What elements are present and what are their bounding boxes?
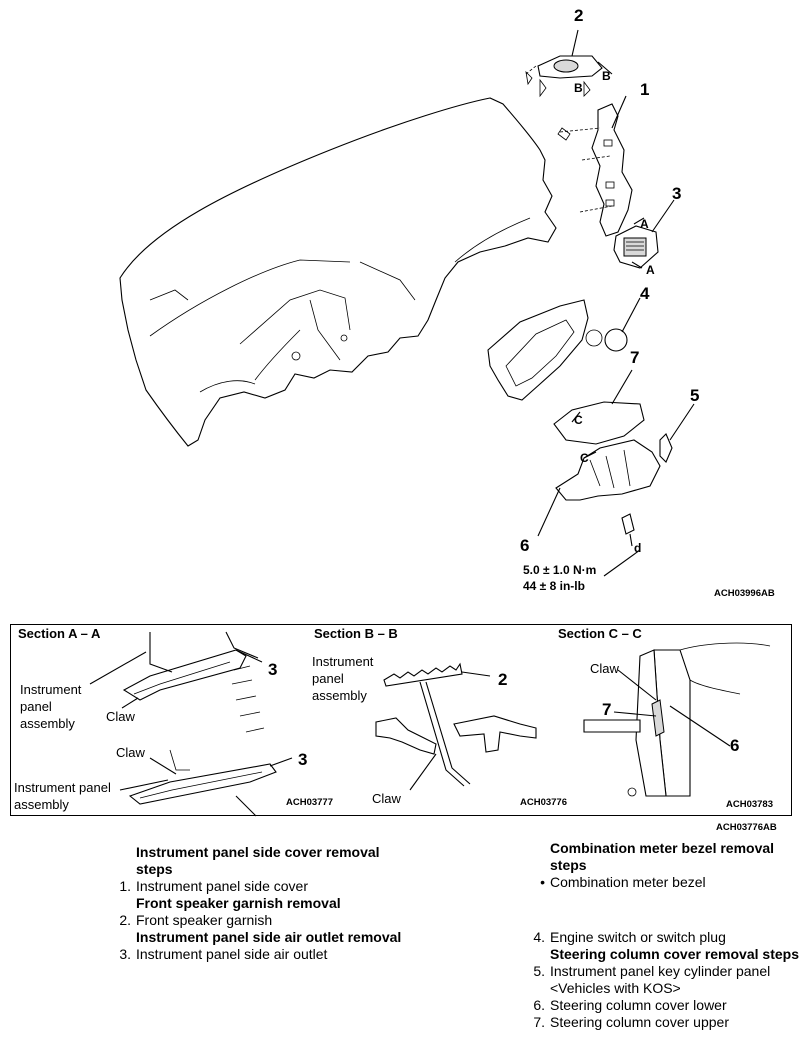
- section-a-a-ref: ACH03777: [286, 797, 333, 808]
- callout-1: 1: [640, 80, 650, 99]
- section-b-b-ref: ACH03776: [520, 797, 567, 808]
- steps-left-list: Instrument panel side cover removal step…: [119, 844, 406, 963]
- steps-right-heading-2: Steering column cover removal steps: [550, 946, 799, 962]
- step-text: Steering column cover upper: [550, 1014, 729, 1030]
- section-a-a-callout-3a: 3: [268, 660, 278, 679]
- step-number: 2.: [119, 912, 131, 928]
- torque-imperial: 44 ± 8 in-lb: [523, 579, 585, 593]
- callout-6: 6: [520, 536, 530, 555]
- section-views-drawing: [89, 631, 771, 817]
- section-marker-c-bottom: C: [580, 451, 589, 465]
- section-c-c-callout-6: 6: [730, 736, 740, 755]
- callout-5: 5: [690, 386, 700, 405]
- step-bullet: •: [540, 874, 545, 890]
- side-cover-part-1: [591, 103, 633, 237]
- steps-left-heading-2: Front speaker garnish removal: [136, 895, 341, 911]
- step-text: Steering column cover lower: [550, 997, 727, 1013]
- section-views-box: [10, 624, 792, 816]
- exploded-view-diagram: [119, 29, 695, 577]
- section-b-b-label-claw: Claw: [372, 791, 401, 806]
- section-b-b-label-instrument-panel-assembly: Instrument panel assembly: [312, 654, 374, 703]
- steps-left-item-1: 1. Instrument panel side cover: [119, 878, 406, 895]
- steps-right-item-5: 5. Instrument panel key cylinder panel <V…: [533, 963, 800, 997]
- steps-left-item-2: 2. Front speaker garnish: [119, 912, 406, 929]
- combination-meter-bezel: [487, 299, 589, 401]
- steps-right-item-7: 7. Steering column cover upper: [533, 1014, 800, 1031]
- section-a-a-title: Section A – A: [18, 626, 101, 641]
- section-a-a-label-claw-1: Claw: [106, 709, 135, 724]
- steps-right-item-6: 6. Steering column cover lower: [533, 997, 800, 1014]
- step-number: 6.: [533, 997, 545, 1013]
- step-text: Front speaker garnish: [136, 912, 273, 928]
- steering-column-cover-upper-part-7: [553, 401, 645, 445]
- section-marker-b-right: B: [602, 69, 611, 83]
- step-number: 7.: [533, 1014, 545, 1030]
- section-marker-a-top: A: [640, 217, 649, 231]
- step-number: 5.: [533, 963, 545, 979]
- steps-right-item-4: 4. Engine switch or switch plug: [533, 929, 800, 946]
- steering-column-cover-lower-part-6: [555, 439, 661, 501]
- key-cylinder-panel-part-5: [659, 433, 673, 463]
- step-text: Engine switch or switch plug: [550, 929, 726, 945]
- section-c-c-title: Section C – C: [558, 626, 642, 641]
- steps-left-item-3: 3. Instrument panel side air outlet: [119, 946, 406, 963]
- section-a-a-label-instrument-panel-assembly-2: Instrument panel assembly: [14, 780, 111, 812]
- section-b-b-callout-2: 2: [498, 670, 508, 689]
- section-marker-b-left: B: [574, 81, 583, 95]
- step-number: 1.: [119, 878, 131, 894]
- step-number: 4.: [533, 929, 545, 945]
- callout-3: 3: [672, 184, 682, 203]
- main-diagram-ref: ACH03996AB: [714, 588, 775, 599]
- step-text: Instrument panel side air outlet: [136, 946, 328, 962]
- screw-d: [621, 513, 635, 535]
- section-c-c-callout-7: 7: [602, 700, 612, 719]
- step-text: Instrument panel key cylinder panel <Veh…: [550, 963, 771, 996]
- sections-outer-ref: ACH03776AB: [716, 822, 777, 833]
- engine-switch-part-4: [604, 328, 628, 352]
- steps-right-list: Combination meter bezel removal steps • C…: [533, 840, 800, 1031]
- section-c-c-ref: ACH03783: [726, 799, 773, 810]
- section-marker-a-bottom: A: [646, 263, 655, 277]
- steps-right-heading-1: Combination meter bezel removal steps: [550, 840, 775, 873]
- step-number: 3.: [119, 946, 131, 962]
- step-text: Instrument panel side cover: [136, 878, 308, 894]
- callout-4: 4: [640, 284, 650, 303]
- steps-right-item-bullet: • Combination meter bezel: [540, 874, 800, 891]
- steps-right-spacer: [550, 891, 800, 929]
- section-b-b-title: Section B – B: [314, 626, 398, 641]
- section-a-a-label-instrument-panel-assembly-1: Instrument panel assembly: [20, 682, 82, 731]
- section-c-c-label-claw: Claw: [590, 661, 619, 676]
- step-text: Combination meter bezel: [550, 874, 706, 890]
- callout-2: 2: [574, 6, 584, 25]
- steps-left-heading-1: Instrument panel side cover removal step…: [136, 844, 380, 877]
- callout-7: 7: [630, 348, 640, 367]
- callout-d: d: [634, 541, 642, 555]
- section-marker-c-top: C: [574, 413, 583, 427]
- steps-left-heading-3: Instrument panel side air outlet removal: [136, 929, 402, 945]
- section-a-a-callout-3b: 3: [298, 750, 308, 769]
- instrument-panel-outline: [119, 97, 557, 447]
- torque-metric: 5.0 ± 1.0 N·m: [523, 563, 597, 577]
- section-a-a-label-claw-2: Claw: [116, 745, 145, 760]
